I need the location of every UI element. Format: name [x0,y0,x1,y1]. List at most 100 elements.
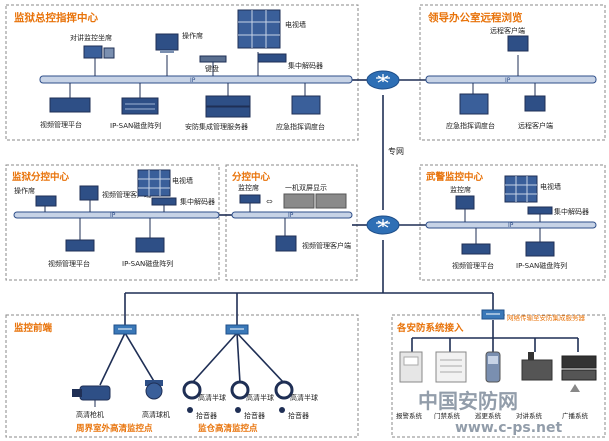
cell-caption: 监仓高清监控点 [198,423,258,434]
decoder-icon [257,53,287,63]
system-label: 门禁系统 [434,411,461,420]
dispatch-console-icon [291,83,321,115]
device-label: 电视墙 [540,182,561,191]
device-label: 视频管理客户端 [302,241,351,250]
device-label: 高清球机 [142,410,170,419]
device-label: 远程客户端 [518,121,553,130]
leader-office-title: 领导办公室远程浏览 [428,11,523,24]
gateway-label: 网络传输至安防集成服务器 [507,313,586,322]
device-label: 高清枪机 [76,410,104,419]
watermark-title: 中国安防网 [418,389,518,413]
remote-client-icon [507,35,529,76]
device-label: 对讲监控坐席 [70,33,112,42]
broadcast-system-icon [561,355,597,392]
switch-icon [481,309,505,320]
monitor-front-title: 监控前端 [14,322,53,334]
branch-center-title: 监狱分控中心 [12,171,70,183]
armed-police-box [419,164,606,281]
device-label: 监控席 [238,183,259,192]
armed-police-title: 武警监控中心 [426,171,484,183]
ip-bus-label: IP [508,222,514,229]
ip-bus-label: IP [505,77,511,84]
device-label: 集中解码器 [288,61,323,70]
remote-client-icon [524,83,546,112]
device-label: 高清半球 [198,393,226,402]
device-label: 视频管理平台 [452,261,494,270]
security-access-title: 各安防系统接入 [396,322,464,334]
switch-icon [113,324,137,335]
device-label: 远程客户端 [490,26,525,35]
device-label: 拾音器 [196,411,217,420]
device-label: 电视墙 [285,20,306,29]
system-label: 巡更系统 [475,411,502,420]
decoder-icon [151,197,177,212]
half-dome-camera-icon [182,380,202,400]
device-label: 一机双屏显示 [285,183,327,192]
ip-bus-label: IP [190,77,196,84]
device-label: 拾音器 [244,411,265,420]
server-icon [49,83,91,113]
server-icon [461,228,491,255]
integration-server-icon [205,83,251,118]
svg-text:⇔: ⇔ [266,197,273,206]
sub-control-title: 分控中心 [232,171,271,183]
switch-icon [225,324,249,335]
storage-array-icon [525,228,555,257]
tv-wall-icon [137,169,171,197]
bullet-camera-icon [72,385,111,407]
half-dome-camera-icon [274,380,294,400]
device-label: 监控席 [450,185,471,194]
access-control-icon [435,351,467,383]
device-label: 拾音器 [288,411,309,420]
alarm-system-icon [399,351,423,383]
ip-bus: IP [425,75,597,84]
device-label: 应急指挥调度台 [276,122,325,131]
device-label: 应急指挥调度台 [446,121,495,130]
branch-center-box [5,164,220,281]
system-label: 报警系统 [396,411,423,420]
device-label: 操作席 [14,186,35,195]
perimeter-caption: 周界室外高清监控点 [76,423,153,434]
ip-bus: IP [231,211,353,219]
monitor-front-box [5,314,359,438]
ip-bus: IP [425,221,597,229]
backbone-cables [99,79,579,386]
device-label: IP-SAN磁盘阵列 [122,259,173,268]
microphone-icon [187,407,193,413]
microphone-icon [279,407,285,413]
device-label: 安防集成管理服务器 [185,122,248,131]
dome-camera-icon [145,380,163,400]
command-center-title: 监狱总控指挥中心 [14,11,98,24]
intercom-seat-icon [83,45,115,76]
ip-bus: IP [39,75,353,84]
keyboard-icon [199,55,227,76]
sub-control-box [225,164,358,281]
device-label: IP-SAN磁盘阵列 [110,121,161,130]
leader-office-box [419,4,606,141]
device-label: 集中解码器 [180,197,215,206]
operator-station-icon [155,33,179,76]
operator-station-icon [35,195,57,212]
command-center-box [5,4,359,141]
system-label: 广播系统 [562,411,589,420]
dedicated-line-label: 专网 [388,146,404,156]
client-pc-icon [79,185,99,212]
ip-bus: IP [13,211,220,219]
monitor-station-icon [455,195,475,222]
ip-bus-label: IP [288,212,294,219]
decoder-icon [527,206,553,222]
watermark-url: www.c-ps.net [455,420,562,436]
device-label: 键盘 [205,64,219,73]
router-icon [366,215,400,235]
device-label: 高清半球 [246,393,274,402]
device-label: 高清半球 [290,393,318,402]
device-label: 视频管理平台 [40,120,82,129]
device-label: 视频管理客户端 [102,190,151,199]
client-pc-icon [275,218,297,252]
dual-screen-icon: ⇔ [266,193,347,209]
half-dome-camera-icon [230,380,250,400]
tv-wall-icon [237,9,281,76]
device-label: IP-SAN磁盘阵列 [516,261,567,270]
